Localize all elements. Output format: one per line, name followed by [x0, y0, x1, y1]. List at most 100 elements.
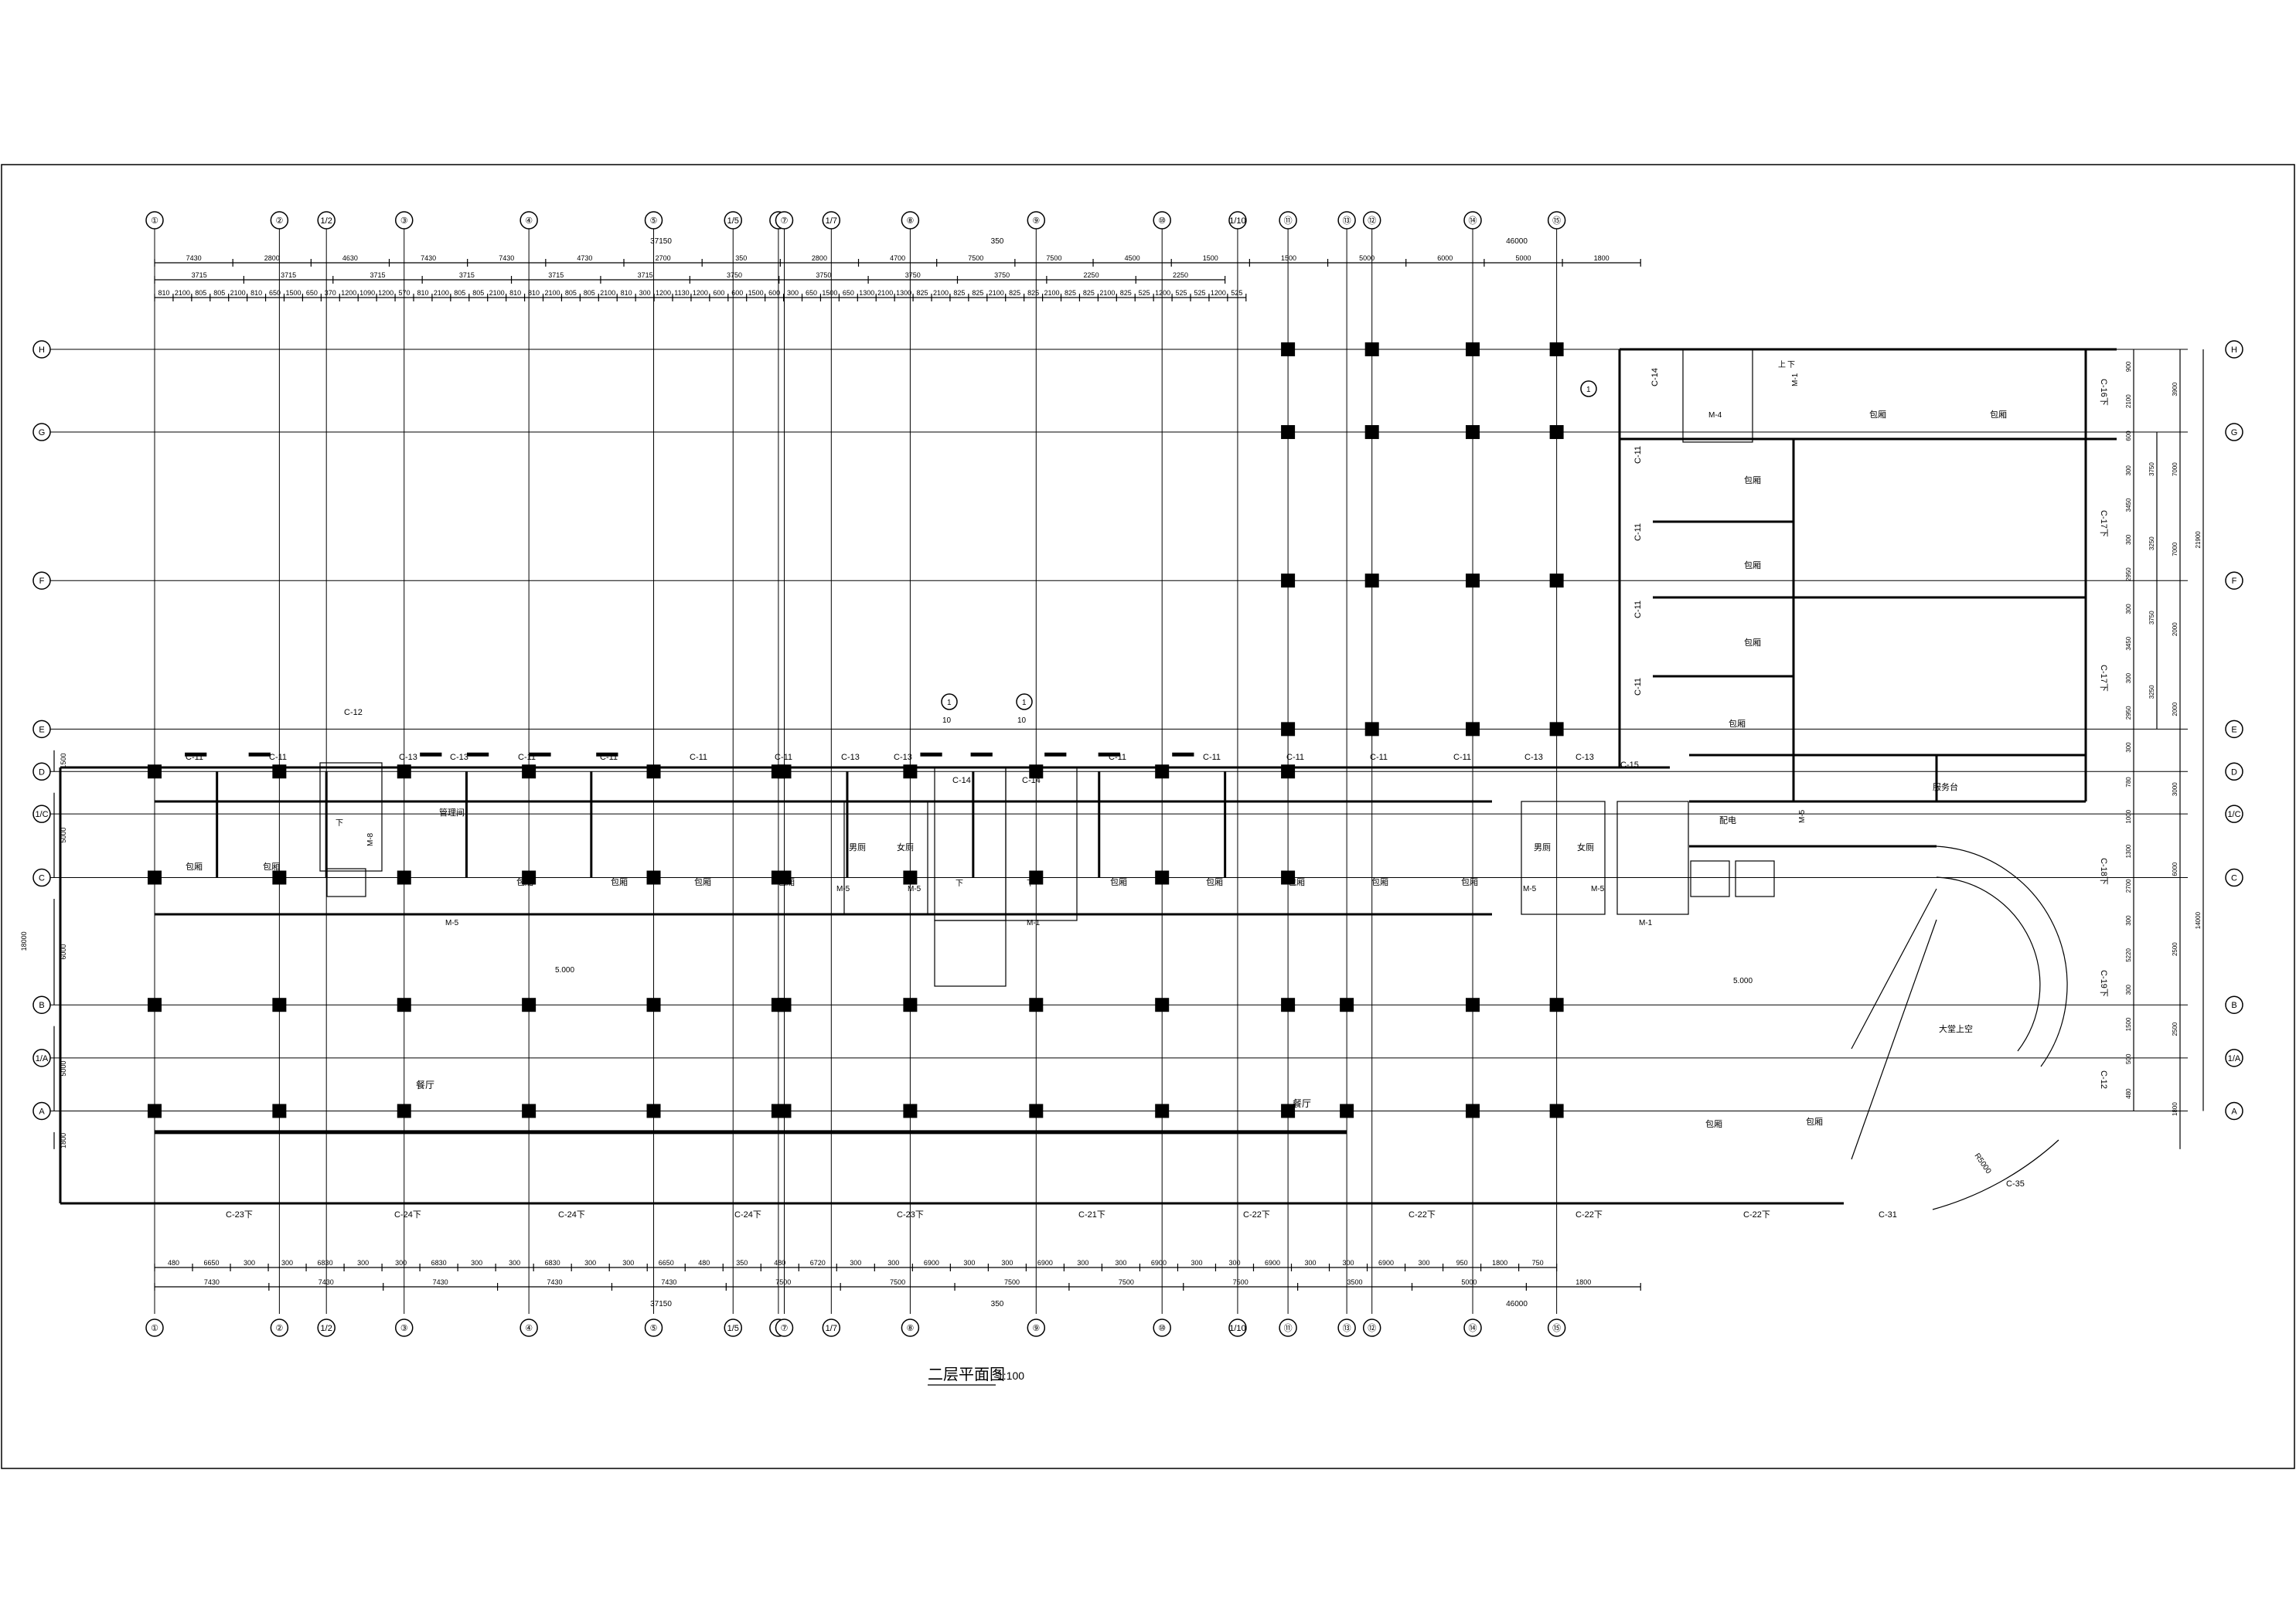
- column: [1029, 764, 1044, 779]
- right-dim-inner2-value: 3750: [2148, 611, 2155, 624]
- door-label: M-5: [836, 885, 850, 893]
- door-label: M-1: [1027, 919, 1041, 927]
- room-label: 女厕: [897, 842, 914, 852]
- right-dim-inner-value: 3450: [2125, 498, 2132, 512]
- right-dim-mid-value: 2000: [2172, 702, 2178, 716]
- right-dim-inner-value: 300: [2125, 465, 2132, 476]
- axis-bubble: [145, 1318, 164, 1337]
- window-label: C-12: [344, 708, 363, 717]
- axis-bubble: [2225, 1049, 2243, 1067]
- bottom-dim-1-value: 3500: [1347, 1278, 1363, 1286]
- top-dim-2-value: 2250: [1173, 271, 1188, 279]
- room-label: 男厕: [849, 842, 866, 852]
- level-mark: 5.000: [1733, 977, 1753, 985]
- top-dim-1-value: 2800: [812, 254, 827, 262]
- bottom-dim-2-value: 300: [1115, 1259, 1126, 1267]
- top-dim-1-value: 4700: [890, 254, 905, 262]
- bottom-dim-1-value: 7430: [547, 1278, 563, 1286]
- door-label: M-5: [1591, 885, 1605, 893]
- axis-bubble: [1362, 211, 1381, 230]
- room-label: 包厢: [1990, 410, 2007, 420]
- total-dim-value: 37150: [650, 237, 672, 246]
- room-label: 包厢: [1806, 1117, 1823, 1127]
- radius-mark: R5000: [1973, 1152, 1993, 1176]
- axis-label: ⑤: [650, 216, 658, 226]
- door-labels: M-5 M-5 M-5 M-5 M-5 M-1 M-1 M-4 M-8 M-5 …: [366, 373, 1807, 927]
- column: [522, 1104, 537, 1118]
- left-dim-total: 18000: [20, 931, 28, 951]
- bottom-dim-2-value: 300: [1077, 1259, 1088, 1267]
- bottom-dim-2-value: 300: [471, 1259, 482, 1267]
- bottom-dim-1-value: 7430: [433, 1278, 448, 1286]
- axis-label: ⑬: [1343, 216, 1351, 226]
- bottom-dim-2-value: 6650: [204, 1259, 220, 1267]
- top-dim-3-value: 1300: [896, 289, 911, 297]
- window-label: C-22下: [1576, 1210, 1603, 1220]
- top-dim-1-value: 1800: [1594, 254, 1610, 262]
- axis-bubble: [1547, 1318, 1566, 1337]
- room-label: 包厢: [1744, 475, 1761, 485]
- right-dim-inner-value: 300: [2125, 672, 2132, 683]
- top-dim-3-value: 825: [1083, 289, 1095, 297]
- axis-bubble: [32, 805, 51, 823]
- top-dim-3-value: 825: [1120, 289, 1132, 297]
- axis-label: ①: [151, 216, 158, 226]
- column: [272, 764, 287, 779]
- room-label: 包厢: [1744, 560, 1761, 570]
- axis-label: ②: [275, 1324, 283, 1333]
- column: [903, 764, 918, 779]
- top-dim-2-value: 3750: [816, 271, 831, 279]
- window-label: C-35: [2006, 1179, 2025, 1189]
- room-label: 包厢: [1705, 1119, 1722, 1129]
- axis-bubble: [1153, 1318, 1171, 1337]
- right-dim-inner-value: 300: [2125, 915, 2132, 926]
- axis-bubble: [724, 1318, 743, 1337]
- top-dim-1-value: 7500: [1046, 254, 1061, 262]
- column: [1549, 998, 1564, 1012]
- structural-columns: [148, 342, 1564, 1118]
- stair-down-mark: 下: [336, 819, 343, 828]
- bottom-dim-1-value: 7500: [775, 1278, 791, 1286]
- total-dim-value: 350: [991, 1300, 1004, 1308]
- door-label: M-4: [1708, 411, 1722, 420]
- left-dim-value: 5000: [60, 828, 67, 843]
- bottom-dim-2-value: 1800: [1492, 1259, 1507, 1267]
- total-dim-value: 37150: [650, 1300, 672, 1308]
- top-dim-3-value: 825: [972, 289, 983, 297]
- axis-bubble: [901, 211, 920, 230]
- column: [1281, 1104, 1296, 1118]
- window-label: C-11: [775, 753, 792, 762]
- top-dim-3-value: 805: [454, 289, 465, 297]
- left-dim-value: 5000: [60, 1061, 67, 1077]
- column: [1281, 342, 1296, 356]
- window-label: C-11: [1633, 446, 1643, 464]
- window-label: C-24下: [558, 1210, 585, 1220]
- top-dim-1-value: 2700: [656, 254, 671, 262]
- axis-label: F: [2232, 577, 2237, 586]
- window-label: C-11: [1633, 678, 1643, 696]
- bottom-dim-2-value: 6830: [545, 1259, 560, 1267]
- right-dim-inner-value: 500: [2125, 1053, 2132, 1064]
- axis-label: ③: [400, 1324, 408, 1333]
- column: [777, 998, 792, 1012]
- column: [1029, 998, 1044, 1012]
- bottom-dim-2-value: 300: [357, 1259, 369, 1267]
- bottom-dim-2-value: 300: [281, 1259, 293, 1267]
- right-dim-inner-value: 300: [2125, 742, 2132, 753]
- axis-label: B: [2231, 1001, 2236, 1010]
- axis-bubble: [2225, 571, 2243, 590]
- window-label: C-11: [1633, 601, 1643, 618]
- column: [646, 1104, 661, 1118]
- top-dim-2-value: 3715: [192, 271, 207, 279]
- axis-bubble: [901, 1318, 920, 1337]
- room-label: 包厢: [611, 877, 628, 887]
- top-dim-3-value: 525: [1231, 289, 1242, 297]
- top-dim-1-value: 7430: [186, 254, 202, 262]
- right-dim-inner-value: 1000: [2125, 809, 2132, 823]
- axis-label: ④: [525, 1324, 533, 1333]
- top-dim-3-value: 810: [621, 289, 632, 297]
- top-dim-3-value: 810: [417, 289, 428, 297]
- window-label: C-17下: [2099, 510, 2108, 537]
- bottom-dim-1-value: 7500: [1004, 1278, 1020, 1286]
- axis-label: ⑬: [1343, 1323, 1351, 1333]
